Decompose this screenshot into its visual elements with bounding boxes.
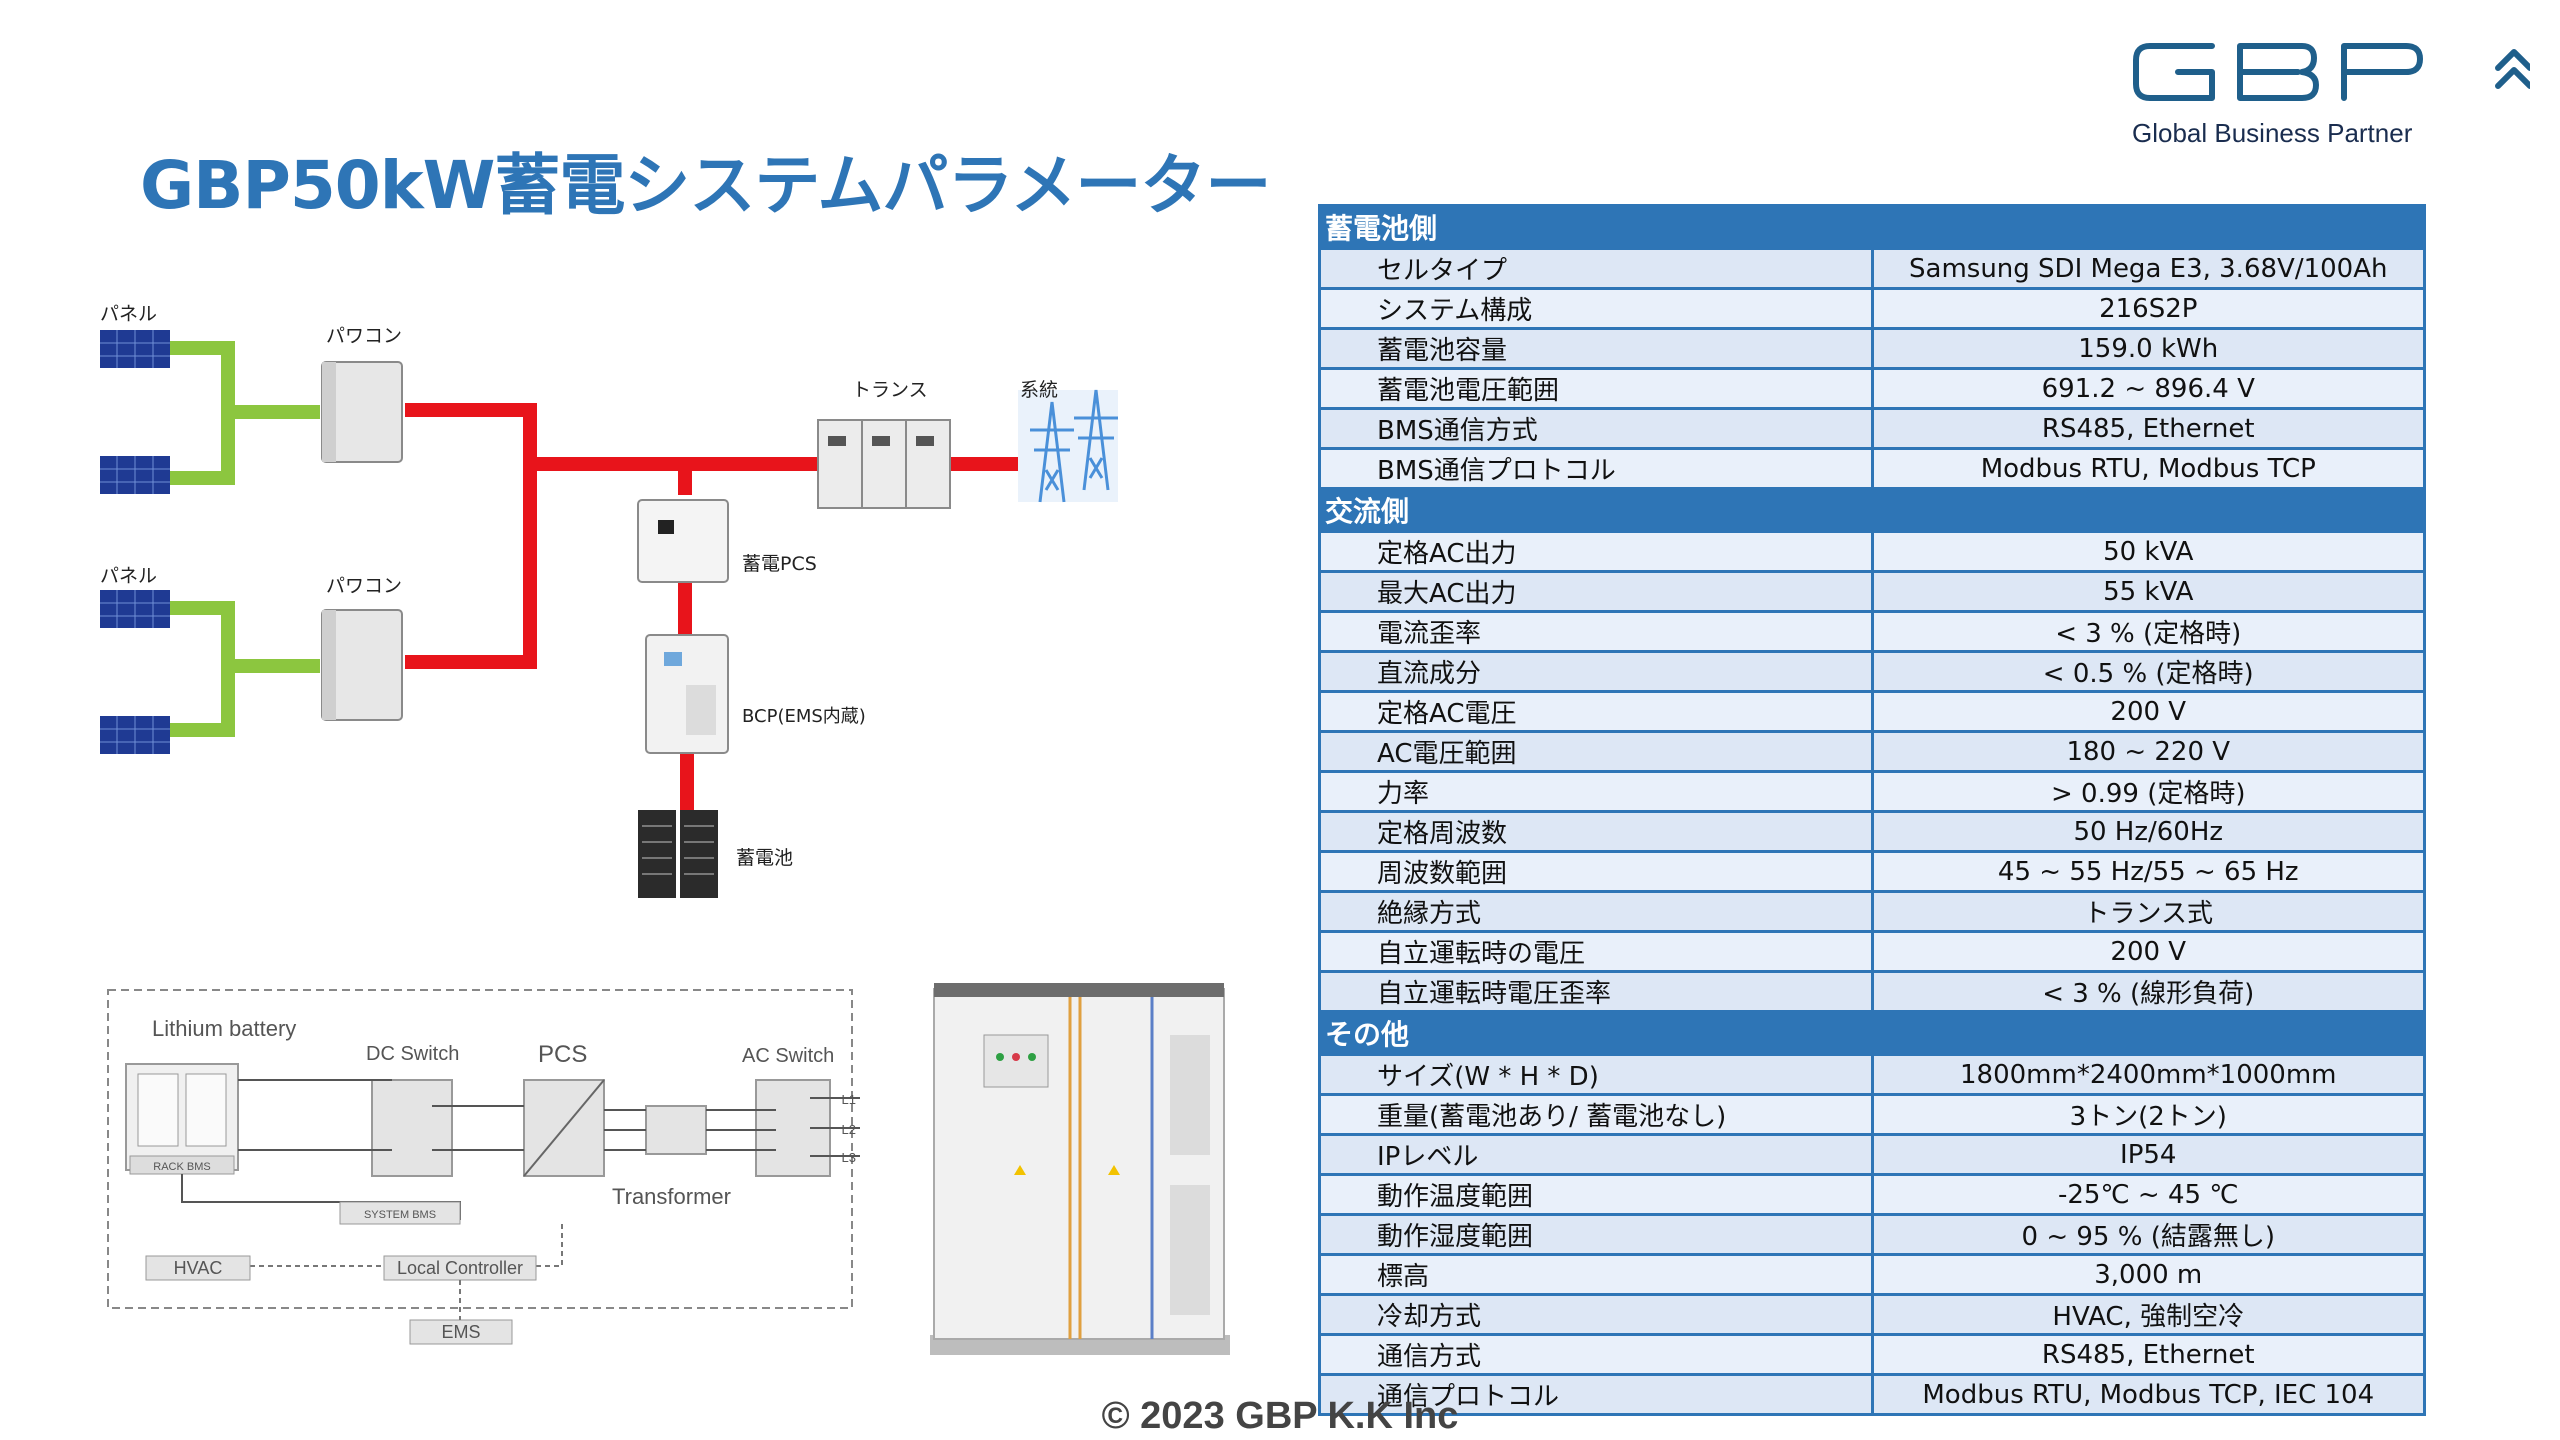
dc-switch-label: DC Switch — [366, 1043, 459, 1065]
table-row: 動作温度範囲-25℃ ~ 45 ℃ — [1318, 1173, 2426, 1216]
rack-bms-label: RACK BMS — [153, 1161, 210, 1173]
bcp-label: BCP(EMS内蔵) — [742, 706, 866, 727]
ac-power-wiring — [405, 403, 1020, 810]
battery-label: 蓄電池 — [736, 847, 793, 869]
table-row: 直流成分< 0.5 % (定格時) — [1318, 650, 2426, 693]
table-row: 絶縁方式トランス式 — [1318, 890, 2426, 933]
transformer-text: Transformer — [612, 1184, 731, 1209]
grid-pylon-icon — [1018, 389, 1118, 503]
system-diagram: パネル パワコン パネル パワコン トランス 系統 蓄電PCS BCP(EMS内… — [100, 303, 1118, 898]
l3-label: L3 — [842, 1150, 856, 1165]
l1-label: L1 — [842, 1092, 856, 1107]
table-row: 力率> 0.99 (定格時) — [1318, 770, 2426, 813]
system-schematic: Lithium battery DC Switch PCS AC Switch … — [107, 989, 860, 1345]
table-section-header: その他 — [1318, 1010, 2426, 1056]
system-bms-label: SYSTEM BMS — [364, 1209, 436, 1221]
table-row: 電流歪率< 3 % (定格時) — [1318, 610, 2426, 653]
copyright-footer: © 2023 GBP K.K Inc — [1101, 1395, 1459, 1437]
local-controller-label: Local Controller — [397, 1258, 523, 1278]
solar-panel-icon — [100, 330, 170, 754]
hvac-label: HVAC — [174, 1258, 223, 1278]
inverter-icon — [321, 361, 403, 721]
pcs-label-2: パワコン — [326, 575, 402, 597]
panel-label-2: パネル — [100, 565, 157, 587]
table-row: サイズ(W * H * D)1800mm*2400mm*1000mm — [1318, 1053, 2426, 1096]
table-section-header: 交流側 — [1318, 487, 2426, 533]
logo-subtitle: Global Business Partner — [2132, 118, 2413, 148]
lithium-battery-label: Lithium battery — [152, 1016, 296, 1041]
table-row: 重量(蓄電池あり/ 蓄電池なし)3トン(2トン) — [1318, 1093, 2426, 1136]
transformer-label: トランス — [852, 379, 928, 401]
pcs-label-1: パワコン — [326, 325, 402, 347]
storage-pcs-label: 蓄電PCS — [742, 553, 817, 575]
page-title: GBP50kW蓄電システムパラメーター — [140, 147, 1271, 224]
battery-rack-icon — [638, 810, 718, 898]
table-section-header: 蓄電池側 — [1318, 204, 2426, 250]
ac-switch-label: AC Switch — [742, 1045, 834, 1067]
grid-label: 系統 — [1020, 379, 1058, 401]
bcp-cabinet-icon — [645, 634, 729, 754]
gbp-logo — [2133, 43, 2530, 101]
l2-label: L2 — [842, 1122, 856, 1137]
storage-pcs-icon — [637, 499, 729, 583]
panel-label-1: パネル — [100, 303, 157, 325]
ems-label: EMS — [441, 1322, 480, 1342]
cabinet-product-image — [930, 983, 1230, 1355]
pv-wiring — [170, 341, 320, 737]
transformer-icon — [817, 419, 951, 509]
pcs-label: PCS — [538, 1041, 587, 1068]
table-row: 自立運転時電圧歪率< 3 % (線形負荷) — [1318, 970, 2426, 1013]
